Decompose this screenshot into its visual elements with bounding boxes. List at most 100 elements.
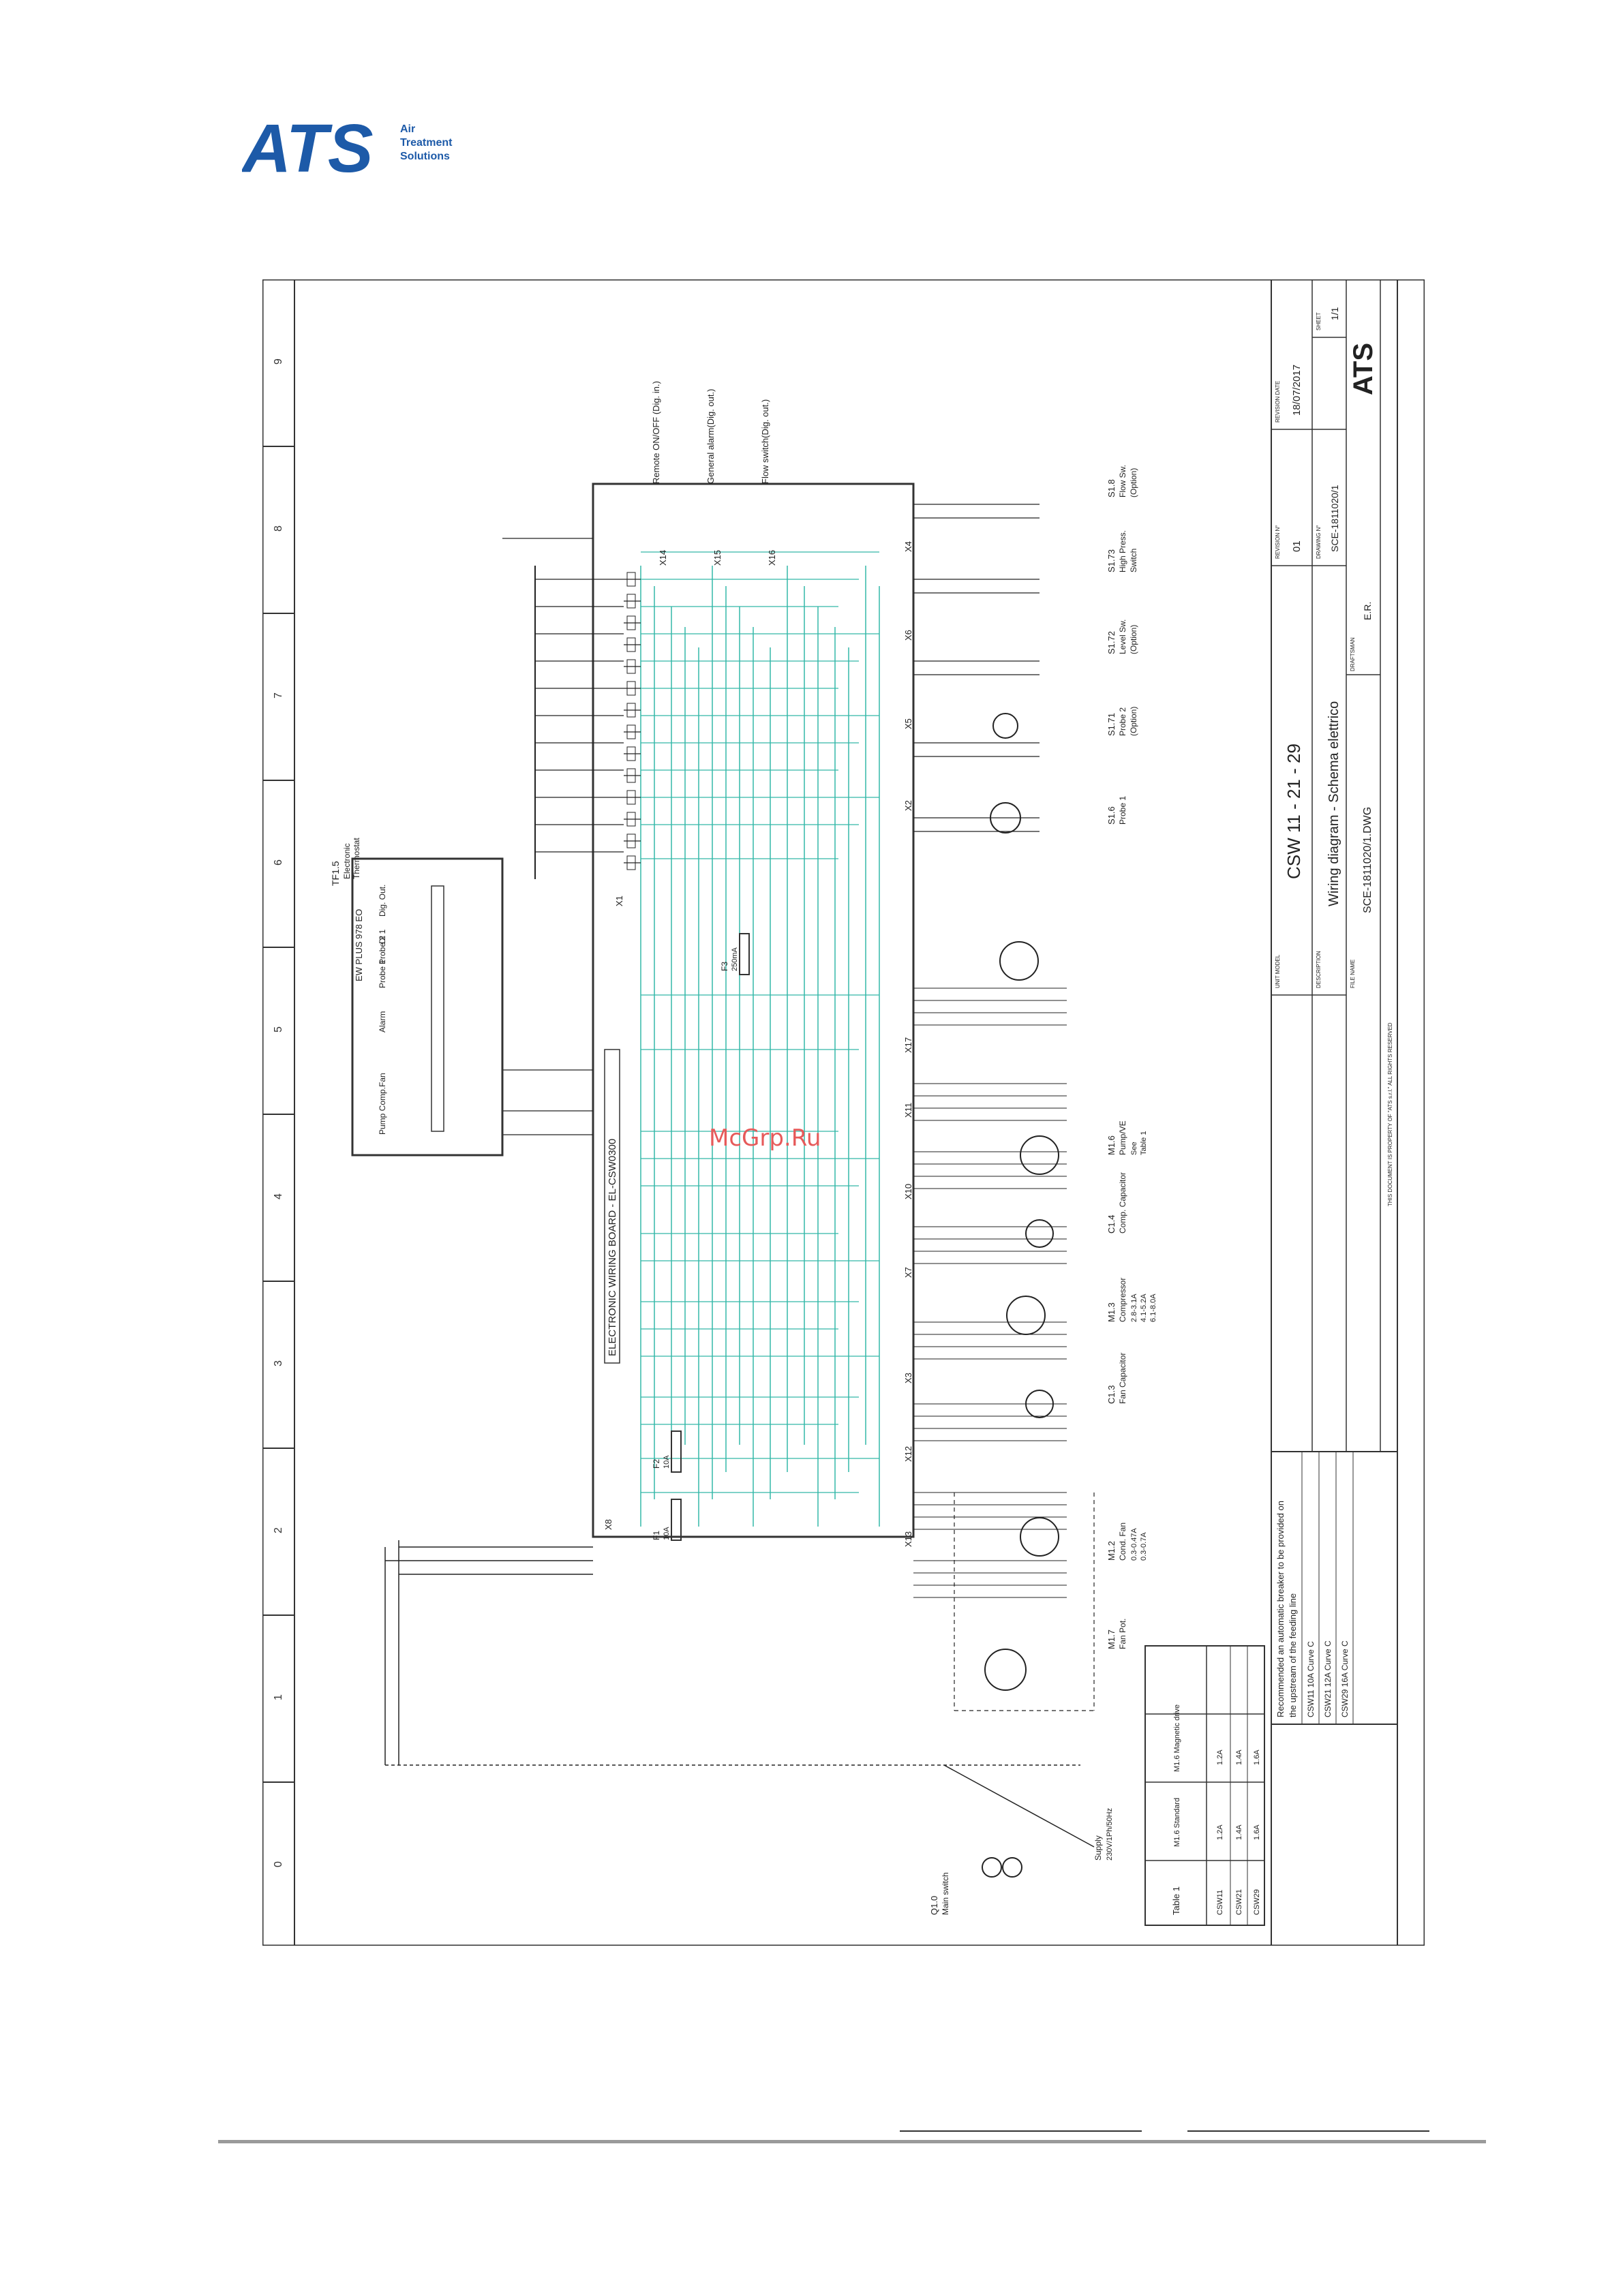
thermostat-model: EW PLUS 978 EO — [354, 909, 364, 981]
component-symbol — [1025, 1219, 1054, 1248]
supply-group: Q1.0 Main switch Supply 230V/1Ph/50Hz — [929, 1808, 1114, 1915]
table-cell: CSW21 — [1235, 1889, 1243, 1915]
connector-label: X13 — [903, 1531, 913, 1547]
terminal — [626, 572, 636, 587]
terminal — [626, 812, 636, 827]
description: Wiring diagram - Schema elettrico — [1326, 701, 1341, 906]
grid-number: 9 — [273, 358, 284, 365]
fuse-label: F2 — [652, 1459, 661, 1469]
component-symbol — [1006, 1296, 1046, 1335]
watermark-text: McGrp.Ru — [709, 1124, 821, 1152]
sensor-id: S1.72 — [1106, 631, 1117, 654]
component-symbol — [984, 1649, 1027, 1691]
terminal — [626, 615, 636, 630]
connector-label: X7 — [903, 1267, 913, 1278]
component-name: Fan Capacitor — [1118, 1353, 1127, 1404]
component-name: Pump/VE — [1118, 1120, 1127, 1155]
revision-label: REVISION N° — [1275, 525, 1281, 559]
output-label: Remote ON/OFF (Dig. in.) — [651, 381, 661, 484]
revision-date: 18/07/2017 — [1291, 365, 1303, 416]
grid-number: 0 — [273, 1861, 284, 1867]
thermostat-label: Alarm — [378, 1011, 387, 1032]
digital-outputs: Remote ON/OFF (Dig. in.) General alarm(D… — [651, 381, 770, 484]
revision: 01 — [1291, 540, 1303, 552]
connector-label: X8 — [603, 1519, 613, 1530]
logo-line-2: Treatment — [400, 137, 453, 149]
motor-components: M1.7 Fan Pot. M1.2 Cond. Fan 0.3-0.47A 0… — [1106, 1120, 1157, 1649]
unit-model: CSW 11 - 21 - 29 — [1284, 744, 1304, 879]
file-name: SCE-1811020/1.DWG — [1362, 807, 1374, 913]
thermostat-box — [351, 857, 504, 1157]
logo-line-1: Air — [400, 123, 415, 135]
grid-number: 1 — [273, 1694, 284, 1700]
grid-number: 7 — [273, 692, 284, 699]
wiring-board — [592, 483, 915, 1538]
connector-label: X1 — [614, 896, 624, 906]
component-symbol — [982, 1857, 1002, 1878]
fuse-f3 — [739, 933, 750, 975]
fuse-label: F1 — [652, 1531, 661, 1540]
component-id: C1.3 — [1106, 1386, 1117, 1404]
table-cell: 1.6A — [1253, 1749, 1261, 1765]
thermostat-label: Probe 1 — [378, 960, 387, 988]
recommendation-text: Recommended an automatic breaker to be p… — [1275, 1501, 1286, 1717]
connector-label: X6 — [903, 630, 913, 641]
sensor-line-2: (Option) — [1129, 625, 1138, 654]
unit-model-label: UNIT MODEL — [1275, 954, 1281, 988]
fuse-rating: 10A — [663, 1455, 671, 1469]
grid-number: 5 — [273, 1026, 284, 1032]
file-name-label: FILE NAME — [1350, 960, 1356, 988]
component-value: See — [1130, 1142, 1138, 1155]
component-value: 4.1-5.2A — [1140, 1294, 1148, 1322]
component-id: M1.2 — [1106, 1541, 1117, 1561]
sensor-line-2: (Option) — [1129, 468, 1138, 498]
table-1: Table 1 M1.6 Standard M1.6 Magnetic driv… — [1144, 1645, 1265, 1926]
brand-mark: ATS — [1348, 343, 1378, 395]
wiring-diagram: 0 1 2 3 4 5 6 7 8 9 ELECTRONIC WIRING BO… — [262, 279, 1425, 1946]
signature-line-right — [1187, 2130, 1429, 2132]
recommendation-row: CSW11 10A Curve C — [1306, 1641, 1316, 1717]
terminal — [626, 746, 636, 761]
drawing-label: DRAWING N° — [1316, 525, 1322, 559]
terminal — [626, 768, 636, 783]
board-title: ELECTRONIC WIRING BOARD - EL-CSW0300 — [607, 1139, 618, 1356]
thermostat-code: TF1.5 — [330, 861, 341, 886]
sensor-line-2: Switch — [1129, 549, 1138, 572]
terminal — [626, 724, 636, 739]
recommendation-row: CSW29 16A Curve C — [1340, 1640, 1350, 1717]
thermostat-label: Fan — [378, 1073, 387, 1087]
component-name: Fan Pot. — [1118, 1619, 1127, 1649]
table-header: M1.6 Standard — [1173, 1798, 1181, 1847]
sheet-label: SHEET — [1316, 312, 1322, 331]
ats-logo: ATS Air Treatment Solutions — [242, 110, 453, 184]
component-name: Compressor — [1118, 1278, 1127, 1322]
component-id: C1.4 — [1106, 1215, 1117, 1234]
fuse-rating: 10A — [663, 1527, 671, 1540]
wire-network — [384, 504, 1095, 1848]
fuse-f1 — [671, 1499, 682, 1541]
recommendation-row: CSW21 12A Curve C — [1323, 1640, 1333, 1717]
sensor-line-1: High Press. — [1118, 530, 1127, 572]
thermostat-label: Dl 1 — [378, 929, 387, 944]
draftsman-label: DRAFTSMAN — [1350, 637, 1356, 671]
component-symbol — [990, 802, 1021, 833]
sensor-id: S1.71 — [1106, 713, 1117, 736]
recommendation-text: the upstream of the feeding line — [1288, 1593, 1298, 1717]
component-value: Table 1 — [1140, 1131, 1148, 1155]
table-cell: CSW29 — [1253, 1889, 1261, 1915]
table-cell: 1.2A — [1216, 1749, 1224, 1765]
fuses: F1 10A F2 10A F3 250mA — [652, 933, 750, 1541]
component-value: 6.1-8.0A — [1149, 1294, 1157, 1322]
connector-labels: X1 X2 X3 X4 X5 X6 X7 X8 X10 X11 X12 X13 … — [603, 541, 913, 1547]
title-block: UNIT MODEL CSW 11 - 21 - 29 DESCRIPTION … — [1271, 279, 1393, 1452]
sensor-line-1: Level Sw. — [1118, 619, 1127, 654]
thermostat-label: Dig. Out. — [378, 885, 387, 917]
terminal — [626, 681, 636, 696]
thermostat-line-1: Electronic — [342, 843, 352, 879]
sensor-line-2: (Option) — [1129, 707, 1138, 736]
component-name: Cond. Fan — [1118, 1522, 1127, 1561]
component-id: M1.6 — [1106, 1135, 1117, 1155]
connector-label: X2 — [903, 800, 913, 811]
sensor-components: S1.6 Probe 1 S1.71 Probe 2 (Option) S1.7… — [1106, 465, 1138, 825]
draftsman: E.R. — [1362, 602, 1373, 620]
